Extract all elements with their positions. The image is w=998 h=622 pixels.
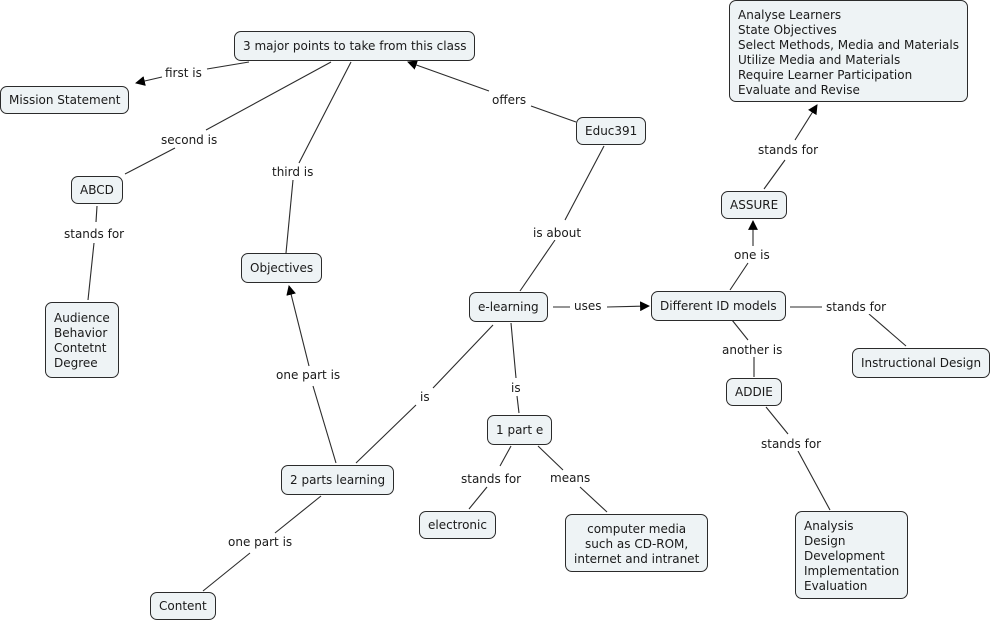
link-label-e-stands-for: stands for xyxy=(459,472,524,486)
node-major-points[interactable]: 3 major points to take from this class xyxy=(234,31,476,61)
connector-line xyxy=(87,242,95,301)
connector-line xyxy=(274,495,322,534)
node-one-part-e[interactable]: 1 part e xyxy=(487,415,553,445)
connector-line xyxy=(205,61,332,131)
connector-line xyxy=(530,105,577,123)
link-label-id-stands-for: stands for xyxy=(824,300,889,314)
node-electronic[interactable]: electronic xyxy=(419,511,496,539)
node-addie[interactable]: ADDIE xyxy=(726,378,782,406)
link-label-uses: uses xyxy=(572,299,604,313)
connector-line xyxy=(95,205,98,223)
connector-line xyxy=(298,61,352,164)
node-different-id-models[interactable]: Different ID models xyxy=(651,291,786,321)
link-label-one-is: one is xyxy=(732,248,772,262)
connector-line xyxy=(432,324,494,389)
link-label-is-one-part-e: is xyxy=(509,381,523,395)
connector-line xyxy=(729,262,749,291)
connector-arrow xyxy=(794,104,818,141)
connector-line xyxy=(731,319,749,341)
connector-arrow xyxy=(407,60,490,92)
link-label-third-is: third is xyxy=(270,165,316,179)
node-objectives[interactable]: Objectives xyxy=(241,253,323,283)
connector-line xyxy=(564,145,605,221)
node-abcd-list[interactable]: Audience Behavior Contetnt Degree xyxy=(45,302,119,378)
link-label-one-part-is-objectives: one part is xyxy=(274,368,343,382)
link-label-means: means xyxy=(548,471,593,485)
node-two-parts-learning[interactable]: 2 parts learning xyxy=(281,465,395,495)
connector-line xyxy=(868,313,907,347)
connector-line xyxy=(510,322,517,379)
link-label-first-is: first is xyxy=(163,66,204,80)
node-abcd[interactable]: ABCD xyxy=(71,176,123,204)
node-e-learning[interactable]: e-learning xyxy=(469,292,548,322)
connector-line xyxy=(124,147,176,175)
node-assure[interactable]: ASSURE xyxy=(721,191,788,219)
connector-line xyxy=(468,486,488,510)
node-educ391[interactable]: Educ391 xyxy=(576,117,647,145)
connector-line xyxy=(206,61,250,70)
connector-line xyxy=(516,395,520,414)
connector-line xyxy=(765,406,789,435)
connector-line xyxy=(763,159,786,190)
link-label-second-is: second is xyxy=(159,133,220,147)
link-label-offers: offers xyxy=(490,93,529,107)
node-instructional-design[interactable]: Instructional Design xyxy=(852,348,991,378)
connector-line xyxy=(355,404,417,464)
node-computer-media[interactable]: computer media such as CD-ROM, internet … xyxy=(565,514,709,572)
link-label-assure-stands-for: stands for xyxy=(756,143,821,157)
link-label-addie-stands-for: stands for xyxy=(759,437,824,451)
connector-line xyxy=(202,552,251,592)
connector-line xyxy=(312,385,337,464)
node-addie-list[interactable]: Analysis Design Development Implementati… xyxy=(795,511,909,599)
connector-line xyxy=(579,486,608,513)
node-content[interactable]: Content xyxy=(150,592,216,620)
connector-line xyxy=(499,445,512,467)
connector-arrow xyxy=(286,285,310,367)
connector-line xyxy=(285,179,294,254)
node-assure-list[interactable]: Analyse Learners State Objectives Select… xyxy=(729,0,968,102)
link-label-is-two-parts: is xyxy=(418,390,432,404)
connector-line xyxy=(519,239,556,292)
connector-line xyxy=(797,450,831,511)
connector-arrow xyxy=(135,76,163,86)
link-label-abcd-stands-for: stands for xyxy=(62,227,127,241)
link-label-one-part-is-content: one part is xyxy=(226,535,295,549)
link-label-another-is: another is xyxy=(720,343,785,357)
connector-arrow xyxy=(606,301,650,312)
connector-line xyxy=(537,445,564,471)
link-label-is-about: is about xyxy=(531,226,584,240)
node-mission-statement[interactable]: Mission Statement xyxy=(0,86,130,114)
